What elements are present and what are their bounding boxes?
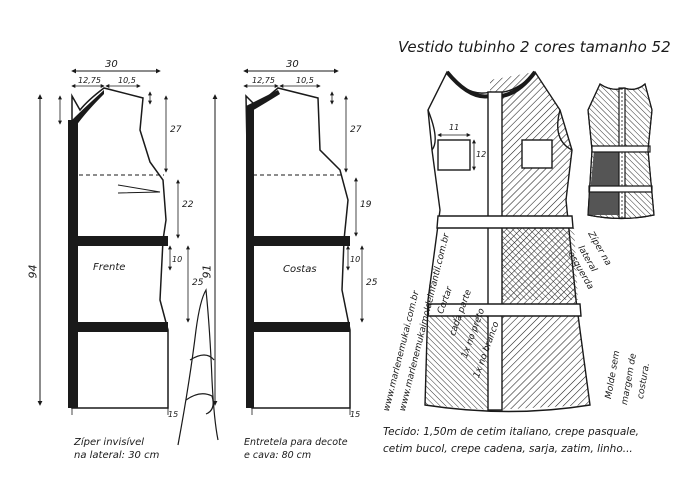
front-dim-15: 15 bbox=[168, 410, 179, 419]
back-shoulder-label: 10,5 bbox=[296, 76, 314, 85]
diagram-title: Vestido tubinho 2 cores tamanho 52 bbox=[398, 38, 671, 56]
zipper-note-line1: Zíper invisível bbox=[74, 437, 145, 448]
front-neck-label: 12,75 bbox=[78, 76, 101, 85]
back-length-label: 91 bbox=[200, 264, 214, 279]
back-pattern bbox=[212, 68, 364, 415]
dress-illustration-back bbox=[587, 82, 655, 220]
pocket-width: 11 bbox=[449, 123, 460, 132]
back-piece-label: Costas bbox=[283, 264, 317, 275]
front-piece-label: Frente bbox=[93, 262, 126, 273]
front-dim-10: 10 bbox=[172, 255, 183, 264]
zipper-note-line2: na lateral: 30 cm bbox=[74, 450, 160, 461]
back-neck-label: 12,75 bbox=[252, 76, 275, 85]
front-dim-25: 25 bbox=[192, 278, 204, 288]
dress-illustration-front bbox=[424, 70, 591, 413]
pocket-height: 12 bbox=[476, 150, 487, 159]
front-dim-27: 27 bbox=[170, 125, 182, 135]
back-dim-10: 10 bbox=[350, 255, 361, 264]
back-dim-19: 19 bbox=[360, 200, 372, 210]
interfacing-note-line1: Entretela para decote bbox=[244, 437, 348, 448]
front-pattern bbox=[37, 68, 190, 415]
front-dim-22: 22 bbox=[182, 200, 194, 210]
fabric-note-line1: Tecido: 1,50m de cetim italiano, crepe p… bbox=[383, 426, 640, 438]
back-dim-25: 25 bbox=[366, 278, 378, 288]
back-width-label: 30 bbox=[286, 59, 299, 70]
back-dim-15: 15 bbox=[350, 410, 361, 419]
back-dim-27: 27 bbox=[350, 125, 362, 135]
front-length-label: 94 bbox=[26, 264, 40, 279]
front-width-label: 30 bbox=[105, 59, 118, 70]
interfacing-note-line2: e cava: 80 cm bbox=[244, 450, 312, 461]
signature-logo bbox=[177, 288, 219, 446]
front-shoulder-label: 10,5 bbox=[118, 76, 136, 85]
fabric-note-line2: cetim bucol, crepe cadena, sarja, zatim,… bbox=[383, 443, 633, 455]
